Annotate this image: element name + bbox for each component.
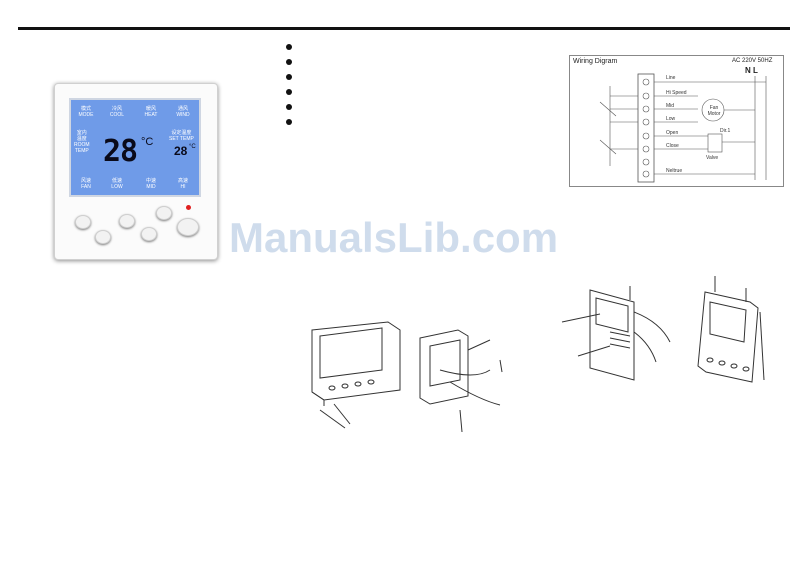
- room-temperature-unit: °C: [141, 136, 154, 148]
- top-rule: [18, 27, 790, 30]
- fan-motor-label: Fan Motor: [707, 105, 721, 117]
- thermostat-button: [156, 206, 172, 220]
- wire-label: Mid: [666, 103, 675, 109]
- room-temperature: 28: [103, 134, 138, 169]
- wiring-ac-label: AC 220V 50HZ: [732, 58, 773, 64]
- thermostat-button: [95, 230, 111, 244]
- valve-label: Valve: [706, 155, 719, 161]
- bullet-list: [286, 44, 292, 134]
- wire-label: Open: [666, 130, 679, 136]
- wiring-diagram: Wiring Digram AC 220V 50HZ N L Line Hi S…: [569, 55, 784, 187]
- wire-label: Neltrue: [666, 168, 683, 174]
- power-button: [177, 218, 199, 236]
- wire-label: Close: [666, 143, 679, 149]
- bullet: [286, 104, 292, 110]
- watermark: ManualsLib.com: [229, 214, 559, 261]
- bullet: [286, 89, 292, 95]
- bullet: [286, 59, 292, 65]
- installation-illustration-front: [311, 321, 503, 433]
- wire-label: Line: [666, 75, 676, 81]
- bullet: [286, 44, 292, 50]
- bullet: [286, 74, 292, 80]
- wire-label: Low: [666, 116, 676, 122]
- wire-label: Hi Speed: [666, 90, 687, 96]
- set-temperature: 28: [174, 144, 188, 158]
- thermostat-button: [141, 227, 157, 241]
- power-led: [186, 205, 191, 210]
- wiring-nl-label: N L: [745, 66, 758, 75]
- installation-illustration-side: [561, 276, 765, 383]
- thermostat-button: [119, 214, 135, 228]
- wiring-title: Wiring Digram: [573, 58, 618, 65]
- valve-side-label: Dir.1: [720, 128, 731, 134]
- set-temperature-unit: °C: [189, 144, 196, 150]
- bullet: [286, 119, 292, 125]
- thermostat-button: [75, 215, 91, 229]
